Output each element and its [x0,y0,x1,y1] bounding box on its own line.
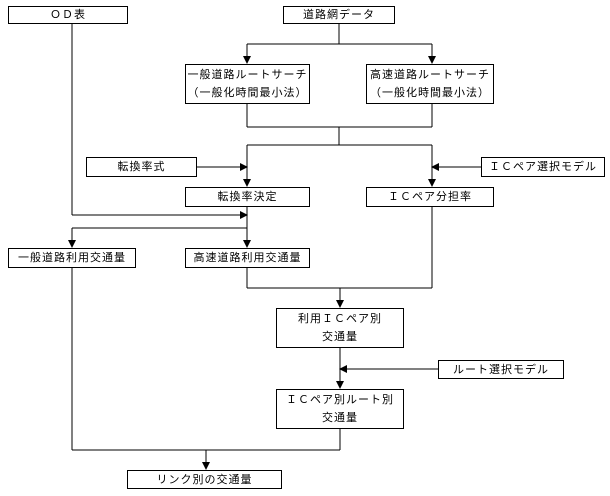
ic-pair-share-label: ＩＣペア分担率 [388,190,472,204]
conversion-formula-label: 転換率式 [117,160,166,174]
ic-route-traffic-unit: 交通量 [322,411,358,424]
route-model-label: ルート選択モデル [453,362,549,376]
ic-route-traffic-box: ＩＣペア別ルート別 交通量 [276,389,404,429]
highway-route-search-label: 高速道路ルートサーチ [370,68,490,82]
general-traffic-label: 一般道路利用交通量 [18,251,126,265]
od-table-box: ＯＤ表 [8,6,128,24]
general-route-search-box: 一般道路ルートサーチ （一般化時間最小法） [185,64,310,104]
ic-pair-traffic-unit: 交通量 [322,330,358,343]
road-network-label: 道路網データ [303,8,375,22]
ic-pair-traffic-box: 利用ＩＣペア別 交通量 [276,308,404,348]
route-model-box: ルート選択モデル [438,360,564,379]
conversion-decision-label: 転換率決定 [217,190,278,204]
road-network-box: 道路網データ [283,6,395,24]
highway-route-search-method: （一般化時間最小法） [370,86,490,99]
general-route-search-method: （一般化時間最小法） [187,86,308,99]
ic-pair-model-box: ＩＣペア選択モデル [481,157,605,177]
highway-traffic-box: 高速道路利用交通量 [185,248,310,268]
conversion-formula-box: 転換率式 [86,157,197,177]
ic-pair-traffic-label: 利用ＩＣペア別 [298,312,382,326]
ic-route-traffic-label: ＩＣペア別ルート別 [286,393,394,407]
link-traffic-label: リンク別の交通量 [156,472,253,486]
highway-traffic-label: 高速道路利用交通量 [193,251,302,265]
general-route-search-label: 一般道路ルートサーチ [187,68,308,82]
ic-pair-model-label: ＩＣペア選択モデル [489,160,597,174]
od-table-label: ＯＤ表 [50,8,86,22]
ic-pair-share-box: ＩＣペア分担率 [366,187,494,207]
highway-route-search-box: 高速道路ルートサーチ （一般化時間最小法） [366,64,494,104]
conversion-decision-box: 転換率決定 [185,187,310,207]
general-traffic-box: 一般道路利用交通量 [8,248,136,268]
link-traffic-box: リンク別の交通量 [127,470,282,489]
